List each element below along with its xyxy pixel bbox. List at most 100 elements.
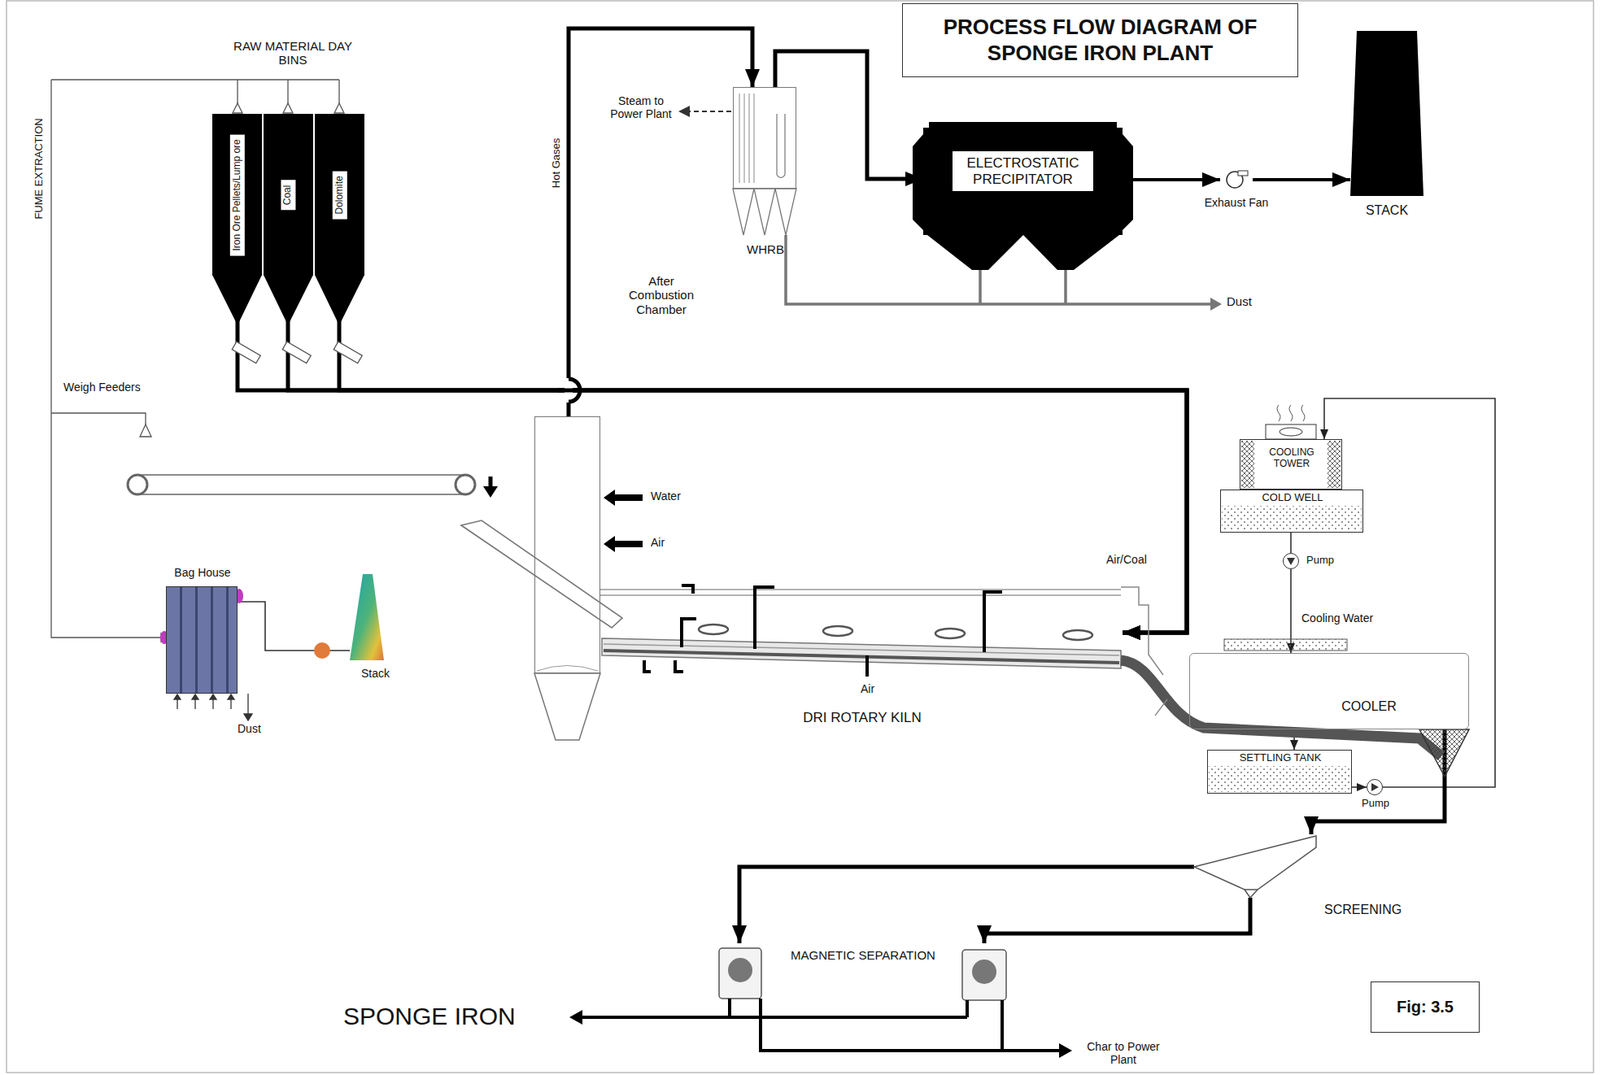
magnetic-drums-part bbox=[719, 948, 762, 999]
magnetic-drums-part bbox=[569, 1010, 583, 1025]
node-label: COOLER bbox=[1320, 699, 1418, 715]
esp-detail-part bbox=[1122, 134, 1134, 231]
fume-extraction-duct-part bbox=[51, 79, 162, 638]
drawing-part-part bbox=[698, 624, 729, 635]
stack-symbol: STACK bbox=[1350, 30, 1424, 197]
fume-extraction-duct-part bbox=[334, 103, 345, 114]
cooling-tower-detail-part bbox=[1286, 558, 1295, 566]
water-air-inlets-part bbox=[603, 536, 643, 553]
conveyor-belt-part bbox=[483, 486, 498, 498]
whrb-detail bbox=[678, 93, 797, 236]
drawing-part-part bbox=[675, 660, 684, 672]
node-label: COLD WELL bbox=[1220, 492, 1365, 505]
magnetic-drums bbox=[569, 948, 1073, 1059]
drawing-part bbox=[698, 624, 1093, 641]
storage-bin: Coal bbox=[263, 113, 314, 276]
rotary-kiln-part bbox=[1155, 699, 1168, 716]
plain-label: FUME EXTRACTION bbox=[33, 117, 46, 219]
bin-hoppers-part bbox=[263, 274, 314, 326]
storage-bin: Iron Ore Pellets/Lump ore bbox=[212, 113, 262, 276]
rotary-cooler: COOLER bbox=[1189, 653, 1470, 730]
cooling-tower-detail-part bbox=[1279, 427, 1303, 436]
fume-extraction-duct-part bbox=[51, 413, 146, 425]
fume-extraction-duct-part bbox=[51, 78, 340, 80]
cooling-tower-detail-part bbox=[1241, 440, 1255, 489]
drawing-part-part bbox=[247, 693, 249, 716]
node-label: SCREENING bbox=[1324, 902, 1422, 918]
drawing-part bbox=[580, 998, 1060, 1051]
flow-line bbox=[1290, 532, 1292, 554]
node-label: Pump bbox=[1355, 797, 1396, 811]
cold-well: COLD WELL bbox=[1220, 489, 1364, 533]
fume-extraction-duct bbox=[51, 79, 345, 642]
bag-house-detail bbox=[160, 574, 384, 721]
whrb-detail-part bbox=[688, 110, 732, 113]
combustion-chamber-cone bbox=[534, 666, 601, 742]
screen-funnel-part bbox=[1244, 889, 1258, 899]
node-label: WHRB bbox=[717, 242, 814, 257]
title-box: PROCESS FLOW DIAGRAM OF SPONGE IRON PLAN… bbox=[902, 3, 1299, 78]
flow-line bbox=[775, 51, 924, 179]
cooling-tower-detail-part bbox=[1327, 440, 1341, 489]
node-label: DRI ROTARY KILN bbox=[772, 710, 952, 727]
whrb-detail-part bbox=[754, 188, 776, 236]
dust-lines-part bbox=[785, 235, 1212, 305]
esp-detail-part bbox=[927, 235, 1024, 271]
conveyor-belt-part bbox=[461, 520, 623, 628]
storage-bin: Dolomite bbox=[314, 113, 365, 276]
rotary-kiln-part bbox=[1120, 660, 1442, 757]
cooling-tower: COOLING TOWER bbox=[1239, 439, 1343, 490]
settling-tank: SETTLING TANK bbox=[1207, 749, 1352, 794]
node-label: Coal bbox=[280, 180, 296, 211]
fume-extraction-duct-part bbox=[283, 103, 293, 114]
whrb-detail-part bbox=[776, 113, 785, 179]
conveyor-belt-part bbox=[455, 475, 476, 495]
bin-hoppers-part bbox=[314, 274, 365, 326]
node-label: Stack bbox=[361, 667, 410, 681]
drawing-part-part bbox=[282, 341, 311, 364]
node-label: Iron Ore Pellets/Lump ore bbox=[229, 134, 245, 256]
whrb-detail-part bbox=[732, 188, 755, 236]
cooling-tower-detail-part bbox=[1221, 505, 1362, 532]
esp-detail-part bbox=[1023, 235, 1120, 271]
flow-line bbox=[237, 275, 1187, 633]
node-label: Dolomite bbox=[331, 170, 347, 219]
whrb-detail-part bbox=[678, 105, 690, 118]
rotary-kiln-part bbox=[603, 650, 1120, 663]
exhaust-fan bbox=[1226, 170, 1248, 188]
rotary-kiln: DRI ROTARY KILN bbox=[601, 581, 1123, 729]
flow-line bbox=[1252, 178, 1351, 182]
plain-label: Water bbox=[650, 489, 681, 503]
drawing-part-part bbox=[681, 619, 697, 648]
flow-line bbox=[287, 275, 1187, 633]
plain-label: Char to Power Plant bbox=[1085, 1040, 1161, 1067]
edge-label: Hot Gases bbox=[550, 137, 563, 188]
fan-symbol: Exhaust Fan bbox=[1220, 165, 1253, 195]
node-label: MAGNETIC SEPARATION bbox=[769, 948, 957, 963]
main-stack-part bbox=[1350, 30, 1424, 197]
figure-caption-box: Fig: 3.5 bbox=[1370, 981, 1480, 1034]
magnetic-separator: MAGNETIC SEPARATION bbox=[719, 943, 1016, 1006]
flow-line bbox=[1351, 786, 1367, 789]
combustion-chamber-cone-part bbox=[536, 666, 598, 672]
node-label: After Combustion Chamber bbox=[616, 274, 707, 317]
fume-extraction-duct-part bbox=[139, 424, 152, 437]
drawing-part-part bbox=[231, 341, 261, 364]
stack-symbol: Stack bbox=[349, 574, 384, 661]
drawing-part-part bbox=[823, 626, 853, 637]
conveyor-belt-part bbox=[488, 476, 493, 489]
edge-label: Cooling Water bbox=[1301, 611, 1374, 625]
esp-detail bbox=[912, 122, 1134, 271]
plain-label: Air/Coal bbox=[1106, 553, 1147, 567]
conveyor-belt-part bbox=[137, 475, 466, 495]
drawing-part-part bbox=[754, 587, 775, 650]
magnetic-drums-part bbox=[1059, 1043, 1073, 1059]
flow-line bbox=[568, 28, 753, 417]
drawing-part-part bbox=[935, 628, 965, 639]
plain-label: Steam to Power Plant bbox=[606, 94, 676, 121]
hot-gas-hop-part bbox=[568, 379, 580, 402]
frame bbox=[6, 0, 1594, 1073]
conveyor-belt-part bbox=[127, 475, 148, 495]
esp-detail-part bbox=[912, 134, 924, 231]
